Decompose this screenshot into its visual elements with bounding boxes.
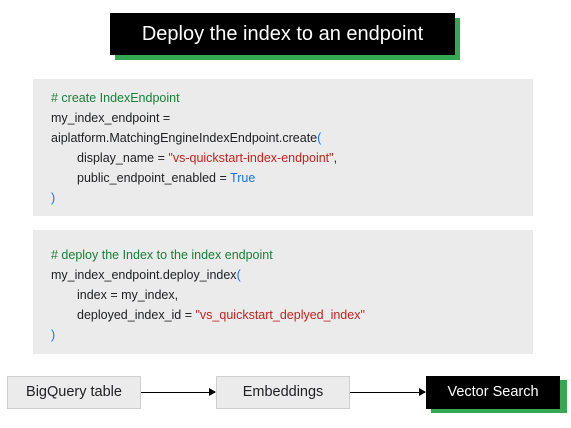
code-line: deployed_index_id = "vs_quickstart_deply…	[51, 305, 533, 325]
code-comment: # deploy the Index to the index endpoint	[51, 248, 273, 262]
code-paren: )	[51, 328, 56, 342]
code-line: display_name = "vs-quickstart-index-endp…	[51, 148, 533, 168]
code-line: aiplatform.MatchingEngineIndexEndpoint.c…	[51, 128, 533, 148]
code-block-create-endpoint: # create IndexEndpoint my_index_endpoint…	[33, 79, 533, 216]
code-key: public_endpoint_enabled =	[77, 171, 231, 185]
code-string: "vs_quickstart_deplyed_index"	[195, 308, 365, 322]
page-title: Deploy the index to an endpoint	[110, 13, 455, 55]
code-paren: )	[51, 191, 56, 205]
code-comma: ,	[333, 151, 338, 165]
flow-node-bigquery-table: BigQuery table	[7, 376, 141, 409]
code-line: my_index_endpoint =	[51, 111, 171, 125]
code-line: index = my_index,	[77, 288, 179, 302]
code-paren: (	[317, 131, 322, 145]
flow-node-embeddings: Embeddings	[216, 376, 350, 409]
code-comment: # create IndexEndpoint	[51, 91, 180, 105]
code-call: my_index_endpoint.deploy_index	[51, 268, 237, 282]
code-block-deploy-index: # deploy the Index to the index endpoint…	[33, 230, 533, 354]
title-banner: Deploy the index to an endpoint	[110, 13, 460, 60]
flow-node-vector-search: Vector Search	[426, 376, 560, 409]
code-keyword: True	[230, 171, 256, 185]
code-line: my_index_endpoint.deploy_index(	[51, 265, 533, 285]
code-call: aiplatform.MatchingEngineIndexEndpoint.c…	[51, 131, 318, 145]
code-key: display_name =	[77, 151, 169, 165]
code-line: public_endpoint_enabled = True	[51, 168, 533, 188]
flow-arrow	[141, 388, 216, 396]
code-paren: (	[236, 268, 241, 282]
code-string: "vs-quickstart-index-endpoint"	[168, 151, 334, 165]
flow-arrow	[350, 388, 426, 396]
code-key: deployed_index_id =	[77, 308, 196, 322]
